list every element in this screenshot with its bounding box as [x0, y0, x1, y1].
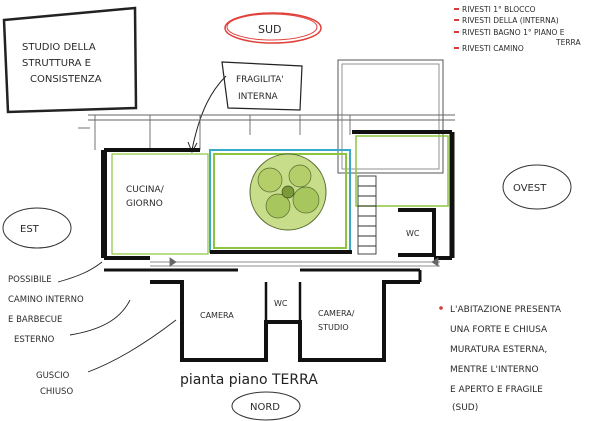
legend-item-1: RIVESTI 1° BLOCCO	[462, 5, 536, 14]
stairs	[357, 175, 377, 255]
title-line-2: STRUTTURA E	[22, 58, 91, 69]
legend: RIVESTI 1° BLOCCO RIVESTI DELLA (INTERNA…	[454, 5, 581, 53]
fireplace-line-4: ESTERNO	[14, 335, 55, 345]
room-wc-2: WC	[406, 229, 420, 238]
title-line-3: CONSISTENZA	[30, 74, 102, 85]
fireplace-line-2: CAMINO INTERNO	[8, 295, 84, 305]
fragility-line-1: FRAGILITA'	[236, 75, 284, 85]
title-line-1: STUDIO DELLA	[22, 42, 96, 53]
legend-item-4: TERRA	[555, 38, 581, 47]
compass-ovest: OVEST	[502, 164, 572, 210]
room-cucina-line2: GIORNO	[126, 199, 163, 209]
note-line-5: E APERTO E FRAGILE	[450, 385, 543, 395]
room-camera-studio-line1: CAMERA/	[318, 309, 355, 318]
upper-terrace	[337, 59, 444, 174]
guscio-line-1: GUSCIO	[36, 371, 70, 381]
title-box: STUDIO DELLA STRUTTURA E CONSISTENZA	[2, 6, 138, 114]
room-cucina-line1: CUCINA/	[126, 185, 165, 195]
fragility-callout: FRAGILITA' INTERNA	[187, 61, 303, 154]
compass-sud: SUD	[224, 12, 322, 44]
room-camera: CAMERA	[200, 311, 234, 320]
compass-nord: NORD	[231, 391, 301, 421]
note-line-2: UNA FORTE E CHIUSA	[450, 325, 548, 335]
courtyard	[111, 135, 449, 255]
tree-icon	[249, 153, 327, 231]
sud-circle-inner	[226, 13, 318, 41]
walls	[101, 130, 455, 362]
title-box-frame	[2, 6, 138, 114]
note-line-4: MENTRE L'INTERNO	[450, 365, 539, 375]
fragility-line-2: INTERNA	[238, 92, 279, 102]
compass-est: EST	[2, 207, 72, 249]
pergola-lines	[78, 114, 455, 150]
ovest-label: OVEST	[513, 183, 547, 194]
fireplace-line-3: E BARBECUE	[8, 315, 62, 325]
sud-circle	[224, 12, 322, 44]
fireplace-line-1: POSSIBILE	[8, 275, 52, 285]
fireplace-callout: POSSIBILE CAMINO INTERNO E BARBECUE ESTE…	[8, 261, 131, 345]
nord-label: NORD	[250, 402, 280, 413]
room-camera-studio-line2: STUDIO	[318, 323, 349, 332]
plan-title: pianta piano TERRA	[180, 372, 318, 388]
room-labels: CUCINA/ GIORNO CAMERA WC WC CAMERA/ STUD…	[126, 185, 420, 332]
note-line-6: (SUD)	[452, 403, 478, 413]
fragility-arrow	[191, 75, 227, 151]
guscio-line-2: CHIUSO	[40, 387, 73, 397]
note-bullet	[439, 306, 443, 310]
corridor-lines	[150, 257, 440, 267]
sud-label: SUD	[258, 23, 282, 36]
room-wc-1: WC	[274, 299, 288, 308]
note-callout: L'ABITAZIONE PRESENTA UNA FORTE E CHIUSA…	[439, 305, 562, 413]
est-label: EST	[20, 224, 40, 235]
note-line-3: MURATURA ESTERNA,	[450, 345, 547, 355]
note-line-1: L'ABITAZIONE PRESENTA	[450, 305, 562, 315]
legend-item-2: RIVESTI DELLA (INTERNA)	[462, 16, 559, 25]
guscio-callout: GUSCIO CHIUSO	[36, 319, 177, 397]
legend-item-3: RIVESTI BAGNO 1° PIANO E	[462, 28, 565, 37]
legend-item-5: RIVESTI CAMINO	[462, 44, 524, 53]
